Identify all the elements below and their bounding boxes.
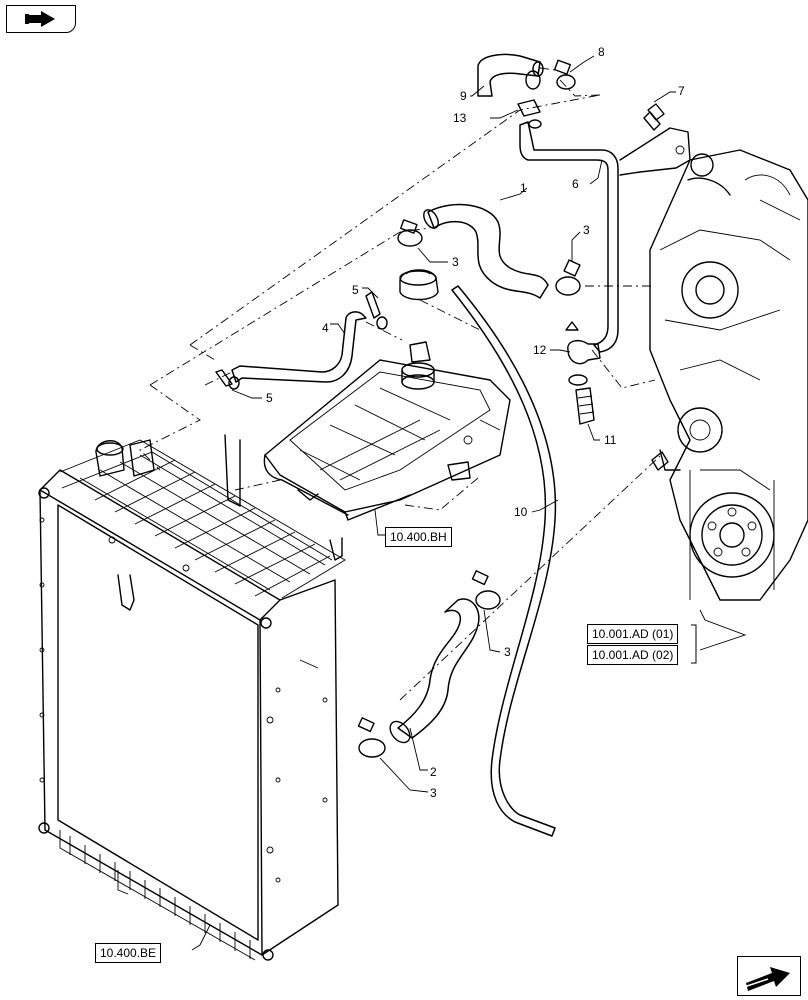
connection-lines — [139, 67, 661, 701]
callout-3b: 3 — [583, 223, 590, 237]
engine-block — [649, 149, 808, 601]
callout-8: 8 — [598, 45, 605, 59]
callout-3c: 3 — [504, 645, 511, 659]
lower-hose — [397, 598, 480, 739]
book-arrow-icon — [25, 11, 55, 27]
overflow-tube-10 — [451, 285, 557, 837]
callout-3d: 3 — [430, 786, 437, 800]
callout-11: 11 — [604, 433, 617, 447]
reference-radiator[interactable]: 10.400.BE — [95, 943, 162, 963]
hose-clamps — [215, 59, 665, 758]
next-page-arrow-icon — [743, 967, 790, 991]
radiator — [38, 434, 346, 961]
callout-9: 9 — [460, 89, 467, 103]
next-page-button[interactable] — [737, 956, 801, 996]
metal-tube — [519, 121, 619, 353]
callout-12: 12 — [533, 343, 547, 357]
vent-hose-9 — [477, 53, 541, 97]
expansion-tank-cap — [399, 269, 439, 301]
reference-engine-02[interactable]: 10.001.AD (02) — [587, 645, 679, 665]
callout-5a: 5 — [352, 283, 359, 297]
callout-10: 10 — [514, 505, 528, 519]
expansion-tank — [263, 341, 511, 521]
callout-leaders — [191, 55, 747, 951]
callout-3a: 3 — [452, 255, 459, 269]
callout-4: 4 — [322, 321, 329, 335]
previous-section-button[interactable] — [6, 5, 76, 33]
callout-7: 7 — [678, 84, 685, 98]
reference-engine-01[interactable]: 10.001.AD (01) — [587, 624, 679, 644]
callout-6: 6 — [572, 177, 579, 191]
vent-hose-4 — [231, 311, 367, 383]
callout-13: 13 — [453, 111, 467, 125]
callout-2: 2 — [430, 765, 437, 779]
callout-5b: 5 — [266, 391, 273, 405]
upper-hose — [427, 203, 549, 299]
reference-expansion-tank[interactable]: 10.400.BH — [385, 527, 452, 547]
callout-1: 1 — [520, 181, 527, 195]
reference-bracket — [691, 624, 697, 664]
